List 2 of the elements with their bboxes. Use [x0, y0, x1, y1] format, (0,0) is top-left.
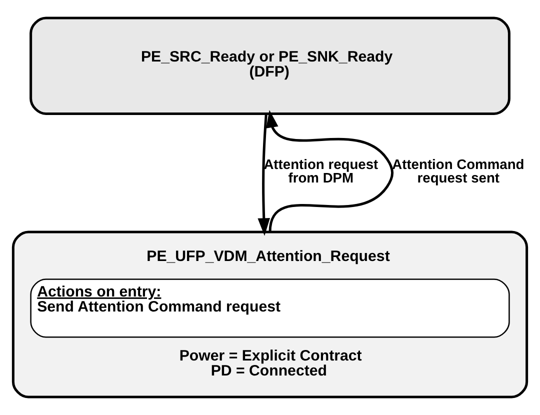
edge-label: Attention request from DPM [264, 156, 378, 186]
edge-label: Attention Command request sent [392, 156, 524, 186]
